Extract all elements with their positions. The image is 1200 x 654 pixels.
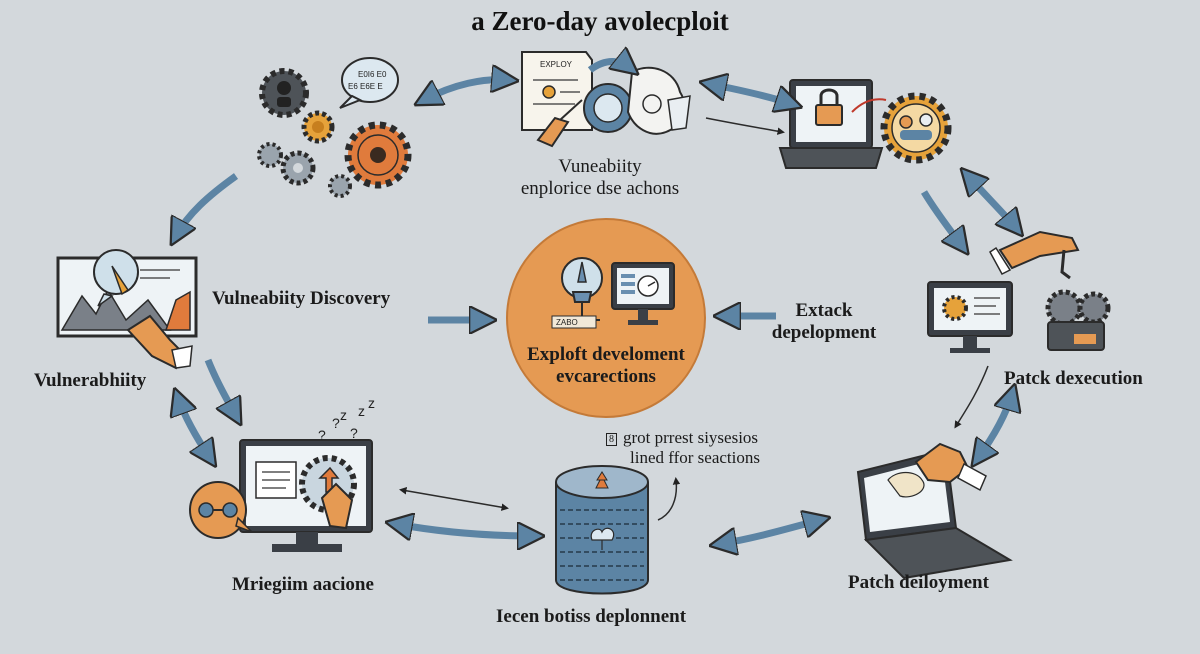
- label-top-center-line2: enplorice dse achons: [520, 178, 680, 199]
- label-vulnerability-discovery: Vulneabiity Discovery: [212, 288, 391, 309]
- arrow-right-top-down: [920, 190, 962, 246]
- svg-text:z: z: [368, 395, 375, 411]
- label-vulnerability: Vulnerabhiity: [34, 370, 147, 391]
- label-top-center-line1: Vuneabiity: [558, 156, 642, 177]
- flow-arrows: [176, 80, 1016, 544]
- arrow-db-to-laptop-double: [720, 520, 820, 544]
- database-cylinder-icon: [555, 465, 649, 595]
- document-heading: EXPLOY: [540, 60, 573, 69]
- center-badge-text: ZABO: [556, 318, 578, 327]
- label-center-line2: evcarections: [556, 366, 656, 387]
- label-extack-line2: depelopment: [771, 322, 877, 343]
- icon-inner-text: E0I6 E0 E6 E6E E EXPLOY ZABO: [348, 60, 578, 327]
- label-patch-execution: Patck dexecution: [1004, 368, 1143, 389]
- svg-text:z: z: [358, 403, 365, 419]
- discovery-monitor-icon: [56, 249, 198, 370]
- arrow-bottom-left-to-db-double: [396, 524, 534, 536]
- label-center-circle: Exploft develoment evcarections: [506, 344, 706, 388]
- thin-arrows: [399, 117, 989, 521]
- arrow-right-thin-down: [954, 365, 989, 429]
- arrow-gears-to-discovery: [176, 173, 239, 236]
- patch-monitor-icon: [927, 281, 1013, 353]
- center-monitor-icon: [611, 262, 675, 325]
- bottom-left-computer-icon: [239, 439, 373, 552]
- arrow-left-double-vertical: [178, 398, 210, 458]
- label-extack-development: Extack depelopment: [764, 300, 884, 344]
- patch-laptop-icon: [856, 442, 1013, 580]
- top-center-curved-arrow: [587, 62, 630, 71]
- label-center-line1: Exploft develoment: [527, 344, 685, 365]
- locked-laptop-icon: [778, 79, 884, 169]
- arrow-bottom-left-thin-double: [399, 487, 509, 511]
- right-gears-icon: [1045, 289, 1111, 351]
- arrow-right-bottom-double: [978, 394, 1012, 458]
- arrow-db-up-curve: [657, 477, 681, 521]
- arrow-gears-top-double: [424, 80, 508, 100]
- arrow-top-center-to-right-double: [710, 84, 792, 104]
- svg-text:z: z: [340, 407, 347, 423]
- diagram-title: a Zero-day avolecploit: [471, 6, 729, 36]
- gears-cluster-icon: [257, 68, 412, 198]
- arrow-right-double-vertical: [968, 176, 1016, 228]
- label-extack-line1: Extack: [795, 300, 853, 321]
- wrench-hand-icon: [989, 230, 1080, 280]
- svg-text:?: ?: [350, 425, 358, 441]
- note-block: 8 grot prrest siysesios lined ffor seacti…: [606, 428, 760, 468]
- note-text-1: grot prrest siysesios: [623, 428, 759, 447]
- svg-text:?: ?: [332, 415, 340, 431]
- question-marks-icon: ? ? ? z z z: [318, 395, 375, 443]
- orange-chat-bubble-icon: [189, 481, 253, 539]
- svg-text:?: ?: [318, 427, 326, 443]
- arrow-left-down: [204, 358, 236, 416]
- exploit-document-icon: [521, 51, 593, 148]
- label-bottom-left: Mriegiim aacione: [232, 574, 374, 595]
- label-bottom-right: Patch deiloyment: [848, 572, 989, 593]
- lightbulb-icon: [551, 257, 603, 329]
- note-line1: 8 grot prrest siysesios: [606, 428, 760, 448]
- label-bottom-center: Iecen botiss deplonnent: [496, 606, 687, 627]
- note-line2: lined ffor seactions: [630, 448, 760, 467]
- orange-gear-team-icon: [880, 92, 952, 164]
- red-connector-line: [851, 98, 887, 113]
- speech-bubble-text-2: E6 E6E E: [348, 82, 383, 91]
- note-marker: 8: [606, 432, 617, 446]
- speech-bubble-icon: [339, 57, 399, 109]
- arrow-top-center-thin: [705, 117, 785, 135]
- label-top-center: Vuneabiity enplorice dse achons: [480, 156, 720, 200]
- malware-globe-icon: [583, 66, 691, 135]
- speech-bubble-text-1: E0I6 E0: [358, 70, 387, 79]
